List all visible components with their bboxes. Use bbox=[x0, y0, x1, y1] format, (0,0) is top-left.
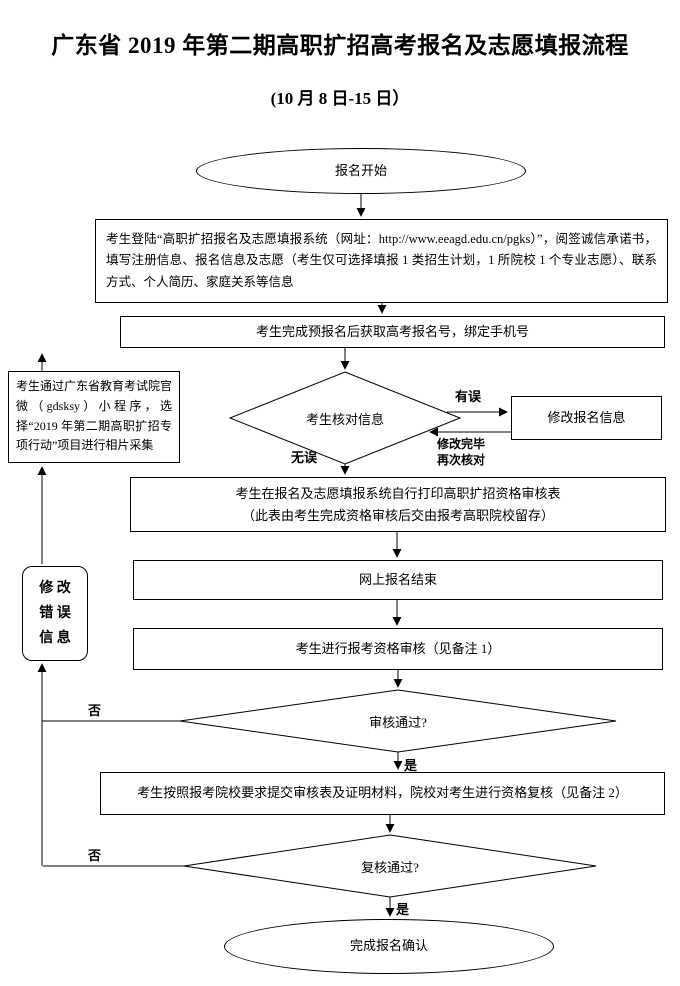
no-label-review: 否 bbox=[88, 703, 102, 718]
print-form-step: 考生在报名及志愿填报系统自行打印高职扩招资格审核表 （此表由考生完成资格审核后交… bbox=[130, 477, 666, 532]
yes-label-review: 是 bbox=[404, 758, 418, 773]
photo-collection-step: 考生通过广东省教育考试院官微（gdsksy）小程序，选择“2019 年第二期高职… bbox=[8, 371, 180, 463]
modify-error-step: 修 改 错 误 信 息 bbox=[22, 566, 88, 661]
print-form-line2: （此表由考生完成资格审核后交由报考高职院校留存） bbox=[241, 507, 554, 523]
recheck-decision-label: 复核通过? bbox=[361, 859, 419, 875]
start-terminator: 报名开始 bbox=[196, 148, 526, 194]
page-subtitle: (10 月 8 日-15 日） bbox=[270, 89, 410, 108]
yes-label-recheck: 是 bbox=[396, 902, 410, 917]
no-error-label: 无误 bbox=[291, 450, 318, 465]
finish-terminator: 完成报名确认 bbox=[224, 919, 554, 974]
modify-error-line3: 信 息 bbox=[39, 631, 71, 647]
print-form-line1: 考生在报名及志愿填报系统自行打印高职扩招资格审核表 bbox=[235, 486, 561, 502]
login-step: 考生登陆“高职扩招报名及志愿填报系统（网址：http://www.eeagd.e… bbox=[95, 219, 668, 303]
page-title: 广东省 2019 年第二期高职扩招高考报名及志愿填报流程 bbox=[51, 33, 629, 58]
modify-return-label: 修改完毕 再次核对 bbox=[437, 436, 485, 468]
online-end-step: 网上报名结束 bbox=[133, 560, 663, 600]
modify-error-line2: 错 误 bbox=[39, 605, 71, 621]
submit-materials-step: 考生按照报考院校要求提交审核表及证明材料，院校对考生进行资格复核（见备注 2） bbox=[100, 772, 665, 815]
check-again-label: 再次核对 bbox=[437, 453, 486, 468]
modify-error-line1: 修 改 bbox=[39, 580, 71, 596]
modify-registration-step: 修改报名信息 bbox=[511, 396, 662, 440]
review-decision-label: 审核通过? bbox=[369, 714, 427, 730]
login-step-text: 考生登陆“高职扩招报名及志愿填报系统（网址：http://www.eeagd.e… bbox=[106, 232, 657, 289]
prereg-step: 考生完成预报名后获取高考报名号，绑定手机号 bbox=[120, 316, 665, 348]
has-error-label: 有误 bbox=[455, 389, 482, 404]
qualification-review-step: 考生进行报考资格审核（见备注 1） bbox=[133, 628, 663, 670]
modify-done-label: 修改完毕 bbox=[437, 437, 486, 451]
verify-decision-label: 考生核对信息 bbox=[305, 411, 384, 427]
no-label-recheck: 否 bbox=[88, 848, 102, 863]
